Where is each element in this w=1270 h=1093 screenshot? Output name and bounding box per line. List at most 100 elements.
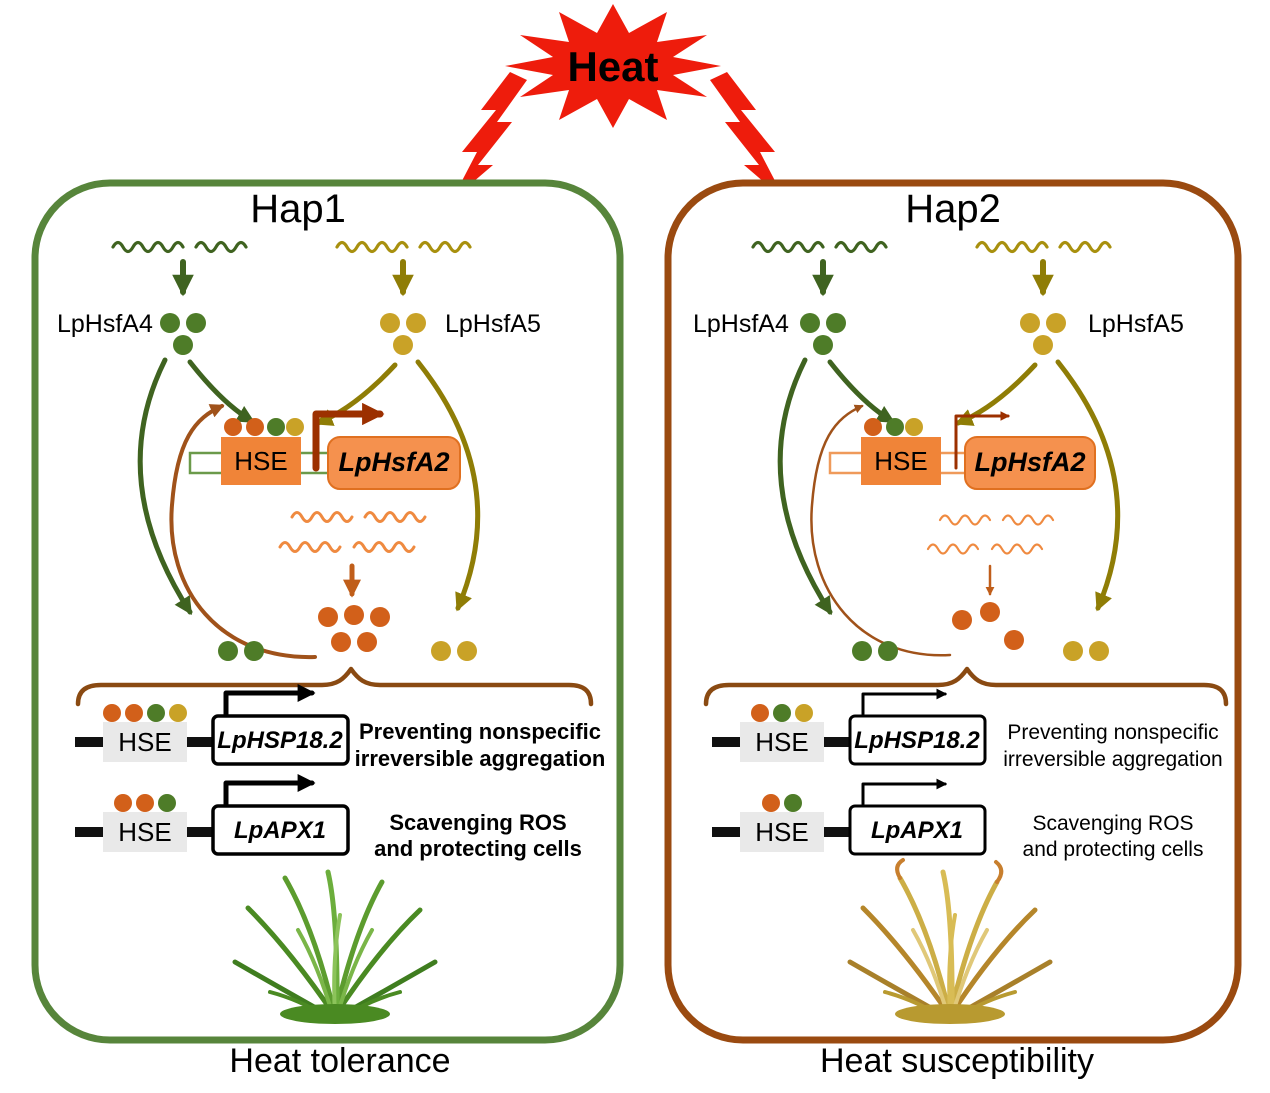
protein-dot-orange: [125, 704, 143, 722]
protein-dot-yellow: [406, 313, 426, 333]
hap2-hse-label: HSE: [874, 446, 927, 476]
protein-dot-green: [886, 418, 904, 436]
hap1-lphsp18-gene-box: [211, 714, 350, 766]
hap1-lphsp18-locus: HSE LpHSP18.2 Preventing nonspecific irr…: [75, 684, 606, 771]
protein-dot-green: [173, 335, 193, 355]
protein-dot-orange: [246, 418, 264, 436]
protein-dot-yellow: [286, 418, 304, 436]
protein-dot-green: [244, 641, 264, 661]
hap1-lpapx1-gene-box: [211, 804, 350, 856]
protein-dot-green: [160, 313, 180, 333]
protein-dot-green: [878, 641, 898, 661]
hap2-lpapx1-hse-box: [740, 812, 824, 852]
protein-dot-orange: [864, 418, 882, 436]
hap2-lpapx1-function-line1: Scavenging ROS: [1032, 812, 1193, 835]
hap2-lphsfa2-mrna-squiggles: [926, 514, 1055, 555]
hap2-lpapx1-gene-label: LpAPX1: [871, 817, 963, 844]
hap2-panel: Hap2 LpHsfA4 LpHsfA5: [664, 179, 1242, 1044]
hap1-transcription-arrow: [312, 402, 385, 472]
lightning-bolt-right: [710, 72, 785, 200]
hap1-lphsfa2-gene-label: LpHsfA2: [338, 447, 449, 477]
protein-dot-green: [158, 794, 176, 812]
protein-dot-green: [218, 641, 238, 661]
protein-dot-yellow: [1089, 641, 1109, 661]
heat-stress-group: Heat: [452, 4, 785, 200]
hap1-lpapx1-locus: HSE LpAPX1 Scavenging ROS and protecting…: [75, 774, 582, 861]
hap1-lpapx1-hse-label: HSE: [118, 817, 171, 847]
hap1-lphsp18-transcription-arrow: [223, 684, 316, 717]
hap1-lphsfa2-gene-box: [327, 436, 461, 490]
hap1-lphsfa5-protein-pool: [431, 641, 477, 661]
hap1-lpapx1-function-line2: and protecting cells: [374, 836, 582, 861]
healthy-grass-illustration: [232, 869, 438, 1024]
hap1-lphsfa4-binding-arrow: [187, 359, 256, 424]
protein-dot-orange: [344, 605, 364, 625]
hap2-hse-box: [861, 437, 941, 485]
hap2-lphsfa5-direct-target-arrow: [1055, 359, 1121, 612]
protein-dot-green: [773, 704, 791, 722]
hap2-lphsfa4-protein-dots: [800, 313, 846, 355]
hap2-lphsfa5-mrna-squiggle: [975, 240, 1112, 254]
hap2-lphsfa4-label: LpHsfA4: [693, 310, 789, 338]
protein-dot-green: [826, 313, 846, 333]
hap1-hse-box: [221, 437, 301, 485]
hap2-lpapx1-transcription-arrow: [861, 778, 948, 806]
hap1-lphsp18-gene-label: LpHSP18.2: [217, 727, 343, 754]
heat-burst-shape: [505, 4, 721, 128]
hap2-lphsp18-hse-box: [740, 722, 824, 762]
hap1-lphsfa5-direct-target-arrow: [415, 359, 481, 612]
protein-dot-green: [852, 641, 872, 661]
hap2-lphsp18-transcription-arrow: [861, 688, 948, 716]
protein-dot-yellow: [380, 313, 400, 333]
hap1-lphsfa2-protein-pool: [318, 605, 390, 652]
hap1-lphsfa5-label: LpHsfA5: [445, 310, 541, 338]
stressed-grass-illustration: [847, 858, 1053, 1024]
hap1-lphsp18-function-line2: irreversible aggregation: [355, 746, 606, 771]
hap2-lphsfa5-label: LpHsfA5: [1088, 310, 1184, 338]
hap1-hse-label: HSE: [234, 446, 287, 476]
hap1-lphsfa4-label: LpHsfA4: [57, 310, 153, 338]
protein-dot-orange: [357, 632, 377, 652]
hap2-lphsfa4-direct-target-arrow: [777, 357, 833, 616]
protein-dot-orange: [136, 794, 154, 812]
hap2-caption: Heat susceptibility: [820, 1042, 1094, 1080]
heat-label: Heat: [567, 43, 658, 90]
hap1-lphsfa5-binding-arrow: [314, 362, 398, 426]
hap1-lpapx1-gene-label: LpAPX1: [234, 817, 326, 844]
protein-dot-orange: [103, 704, 121, 722]
protein-dot-orange: [952, 610, 972, 630]
protein-dot-yellow: [457, 641, 477, 661]
hap1-lphsfa2-locus: HSE LpHsfA2: [188, 402, 461, 490]
hap2-lphsfa5-binding-arrow: [954, 362, 1038, 426]
hap1-lpapx1-hse-box: [103, 812, 187, 852]
protein-dot-orange: [980, 602, 1000, 622]
hap2-lphsp18-locus: HSE LpHSP18.2 Preventing nonspecific irr…: [712, 688, 1223, 771]
protein-dot-orange: [318, 607, 338, 627]
hap1-lphsp18-hse-label: HSE: [118, 727, 171, 757]
hap2-brace: [703, 666, 1229, 707]
protein-dot-yellow: [431, 641, 451, 661]
lightning-bolt-left: [452, 72, 527, 200]
hap2-lpapx1-locus: HSE LpAPX1 Scavenging ROS and protecting…: [712, 778, 1204, 861]
hap2-lpapx1-function-line2: and protecting cells: [1023, 838, 1204, 861]
hap1-lphsfa2-mrna-squiggles: [278, 511, 427, 553]
hap2-lphsfa2-gene-label: LpHsfA2: [974, 447, 1085, 477]
hap1-lphsp18-function-line1: Preventing nonspecific: [359, 719, 601, 744]
hap2-lphsfa4-binding-arrow: [827, 359, 896, 424]
protein-dot-yellow: [1046, 313, 1066, 333]
hap2-lphsfa5-protein-pool: [1063, 641, 1109, 661]
hap1-brace: [75, 666, 594, 707]
protein-dot-green: [267, 418, 285, 436]
hap2-lphsfa2-gene-box: [964, 436, 1096, 490]
protein-dot-green: [186, 313, 206, 333]
protein-dot-yellow: [169, 704, 187, 722]
hap2-lphsp18-function-line2: irreversible aggregation: [1003, 748, 1222, 771]
hap2-panel-title: Hap2: [905, 187, 1001, 231]
protein-dot-orange: [331, 632, 351, 652]
protein-dot-orange: [762, 794, 780, 812]
protein-dot-orange: [224, 418, 242, 436]
hap1-lphsfa5-mrna-squiggle: [335, 240, 472, 254]
hap2-lphsp18-gene-box: [848, 714, 987, 766]
hap2-lphsfa5-protein-dots: [1020, 313, 1066, 355]
